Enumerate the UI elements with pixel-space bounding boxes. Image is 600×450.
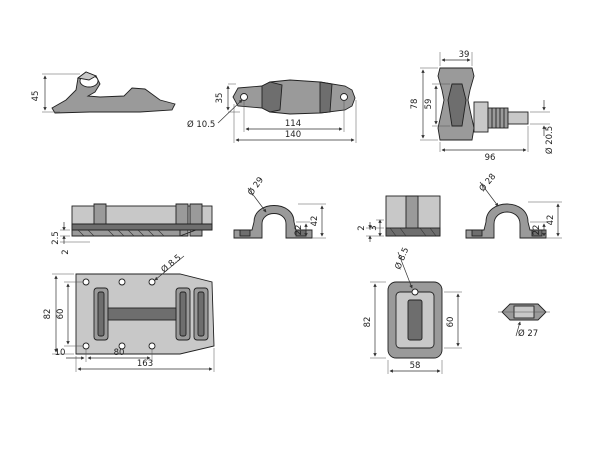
strap-end-view: 42 22 Ø 28 bbox=[465, 171, 562, 239]
strap-side-offset-label: 3 bbox=[369, 225, 379, 230]
strap-plan-height-label: 82 bbox=[363, 317, 373, 328]
top-view-height-label: 35 bbox=[215, 93, 225, 104]
strap-plan-inner-height-label: 60 bbox=[446, 317, 456, 328]
strap-end-height-label: 42 bbox=[546, 215, 556, 226]
pin-diameter-label: Ø 27 bbox=[518, 328, 538, 339]
top-view-small: 35 114 140 Ø 10.5 bbox=[187, 79, 357, 143]
plan-view-edge-offset-label: 10 bbox=[55, 348, 66, 358]
front-view-thickness-label: 2.5 bbox=[51, 231, 61, 245]
strap-plan-hole-diameter-label: Ø 8.5 bbox=[393, 246, 412, 271]
plan-view-large: 82 60 10 80 163 Ø 8.5 bbox=[43, 252, 215, 372]
front-view-base-label: 2 bbox=[61, 249, 71, 254]
roller-inner-height-label: 59 bbox=[424, 99, 434, 110]
end-view-radius-label: Ø 29 bbox=[245, 175, 266, 198]
roller-top-width-label: 39 bbox=[459, 50, 470, 60]
strap-side-thickness-label: 2 bbox=[357, 225, 367, 230]
roller-outer-height-label: 78 bbox=[410, 99, 420, 110]
side-view-small: 45 bbox=[31, 71, 176, 114]
roller-view: 39 78 59 96 Ø 20.5 bbox=[410, 50, 555, 163]
plan-view-height-label: 82 bbox=[43, 309, 53, 320]
side-view-height-label: 45 bbox=[31, 91, 41, 102]
top-view-length-label: 140 bbox=[285, 130, 301, 140]
top-view-hole-spacing-label: 114 bbox=[285, 119, 301, 129]
plan-view-length-label: 163 bbox=[137, 359, 153, 369]
roller-length-label: 96 bbox=[485, 153, 496, 163]
strap-end-inner-height-label: 22 bbox=[532, 225, 542, 236]
end-view-large: 42 22 Ø 29 bbox=[233, 175, 326, 239]
strap-plan-width-label: 58 bbox=[410, 361, 421, 371]
end-view-height-label: 42 bbox=[310, 216, 320, 227]
top-view-hole-diameter-label: Ø 10.5 bbox=[187, 119, 215, 130]
strap-plan-view: 82 60 58 Ø 8.5 bbox=[363, 246, 462, 374]
strap-side-view: 2 3 bbox=[357, 195, 441, 242]
plan-view-hole-diameter-label: Ø 8.5 bbox=[159, 252, 184, 275]
roller-shaft-diameter-label: Ø 20.5 bbox=[544, 126, 555, 154]
pin-view: Ø 27 bbox=[498, 303, 550, 339]
end-view-inner-height-label: 22 bbox=[294, 225, 304, 236]
front-view-large: 2.5 2 bbox=[51, 203, 213, 255]
plan-view-hole-spacing-label: 80 bbox=[114, 348, 125, 358]
plan-view-inner-height-label: 60 bbox=[56, 309, 66, 320]
